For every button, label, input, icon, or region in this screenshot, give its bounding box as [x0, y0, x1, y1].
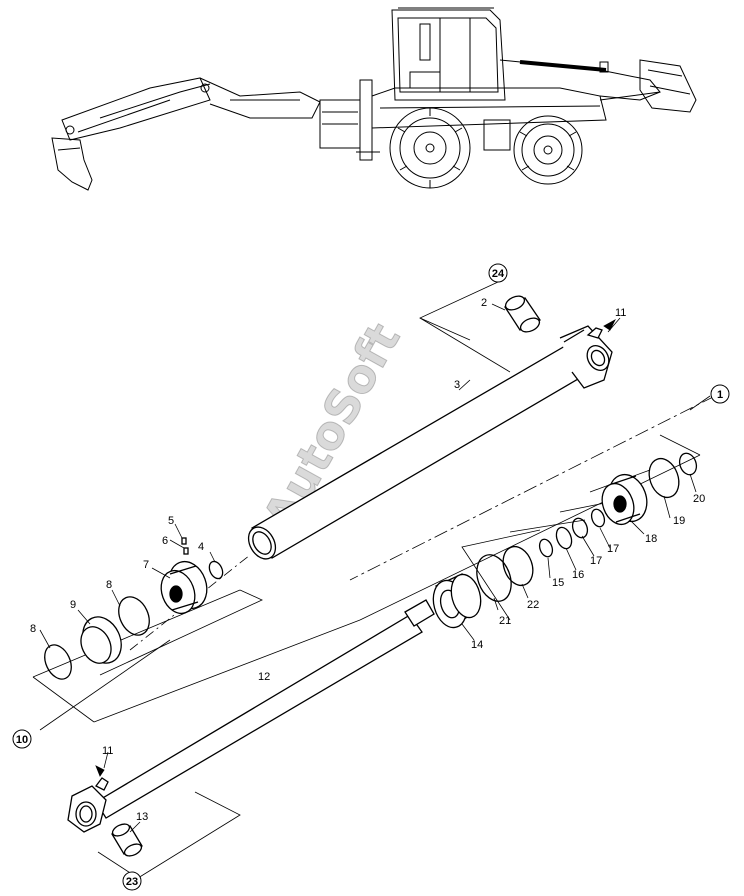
leader-lines [39, 303, 711, 833]
callout-3: 3 [454, 379, 460, 391]
callout-2: 2 [481, 297, 487, 309]
callout-18: 18 [645, 533, 657, 545]
callout-12: 12 [258, 671, 270, 683]
callout-9: 9 [70, 599, 76, 611]
callout-22: 22 [527, 599, 539, 611]
callout-4: 4 [198, 541, 204, 553]
callout-15: 15 [552, 577, 564, 589]
callout-10: 10 [16, 734, 28, 746]
callout-20: 20 [693, 493, 705, 505]
callout-17-upper: 17 [607, 543, 619, 555]
backhoe-loader-illustration [51, 7, 697, 191]
cylinder-barrel [247, 325, 613, 560]
callout-24: 24 [492, 268, 505, 280]
piston-assembly [44, 537, 224, 680]
callout-1: 1 [717, 389, 723, 401]
callout-13: 13 [136, 811, 148, 823]
bushing-top [504, 295, 541, 333]
gland-assembly [432, 452, 698, 629]
callout-23: 23 [126, 876, 138, 888]
callout-8-upper: 8 [106, 579, 112, 591]
callout-labels: 24 1 10 23 2 3 11 4 5 6 7 8 9 8 12 11 13… [12, 263, 730, 891]
callout-7: 7 [143, 559, 149, 571]
callout-11-top: 11 [615, 307, 626, 319]
callout-11-bottom: 11 [102, 745, 113, 757]
bushing-bottom [111, 823, 143, 857]
callout-5: 5 [168, 515, 174, 527]
callout-21: 21 [499, 615, 511, 627]
piston-rod [67, 599, 435, 833]
callout-16: 16 [572, 569, 584, 581]
callout-14: 14 [471, 639, 483, 651]
callout-8-lower: 8 [30, 623, 36, 635]
callout-6: 6 [162, 535, 168, 547]
callout-19: 19 [673, 515, 685, 527]
callout-17-lower: 17 [590, 555, 602, 567]
